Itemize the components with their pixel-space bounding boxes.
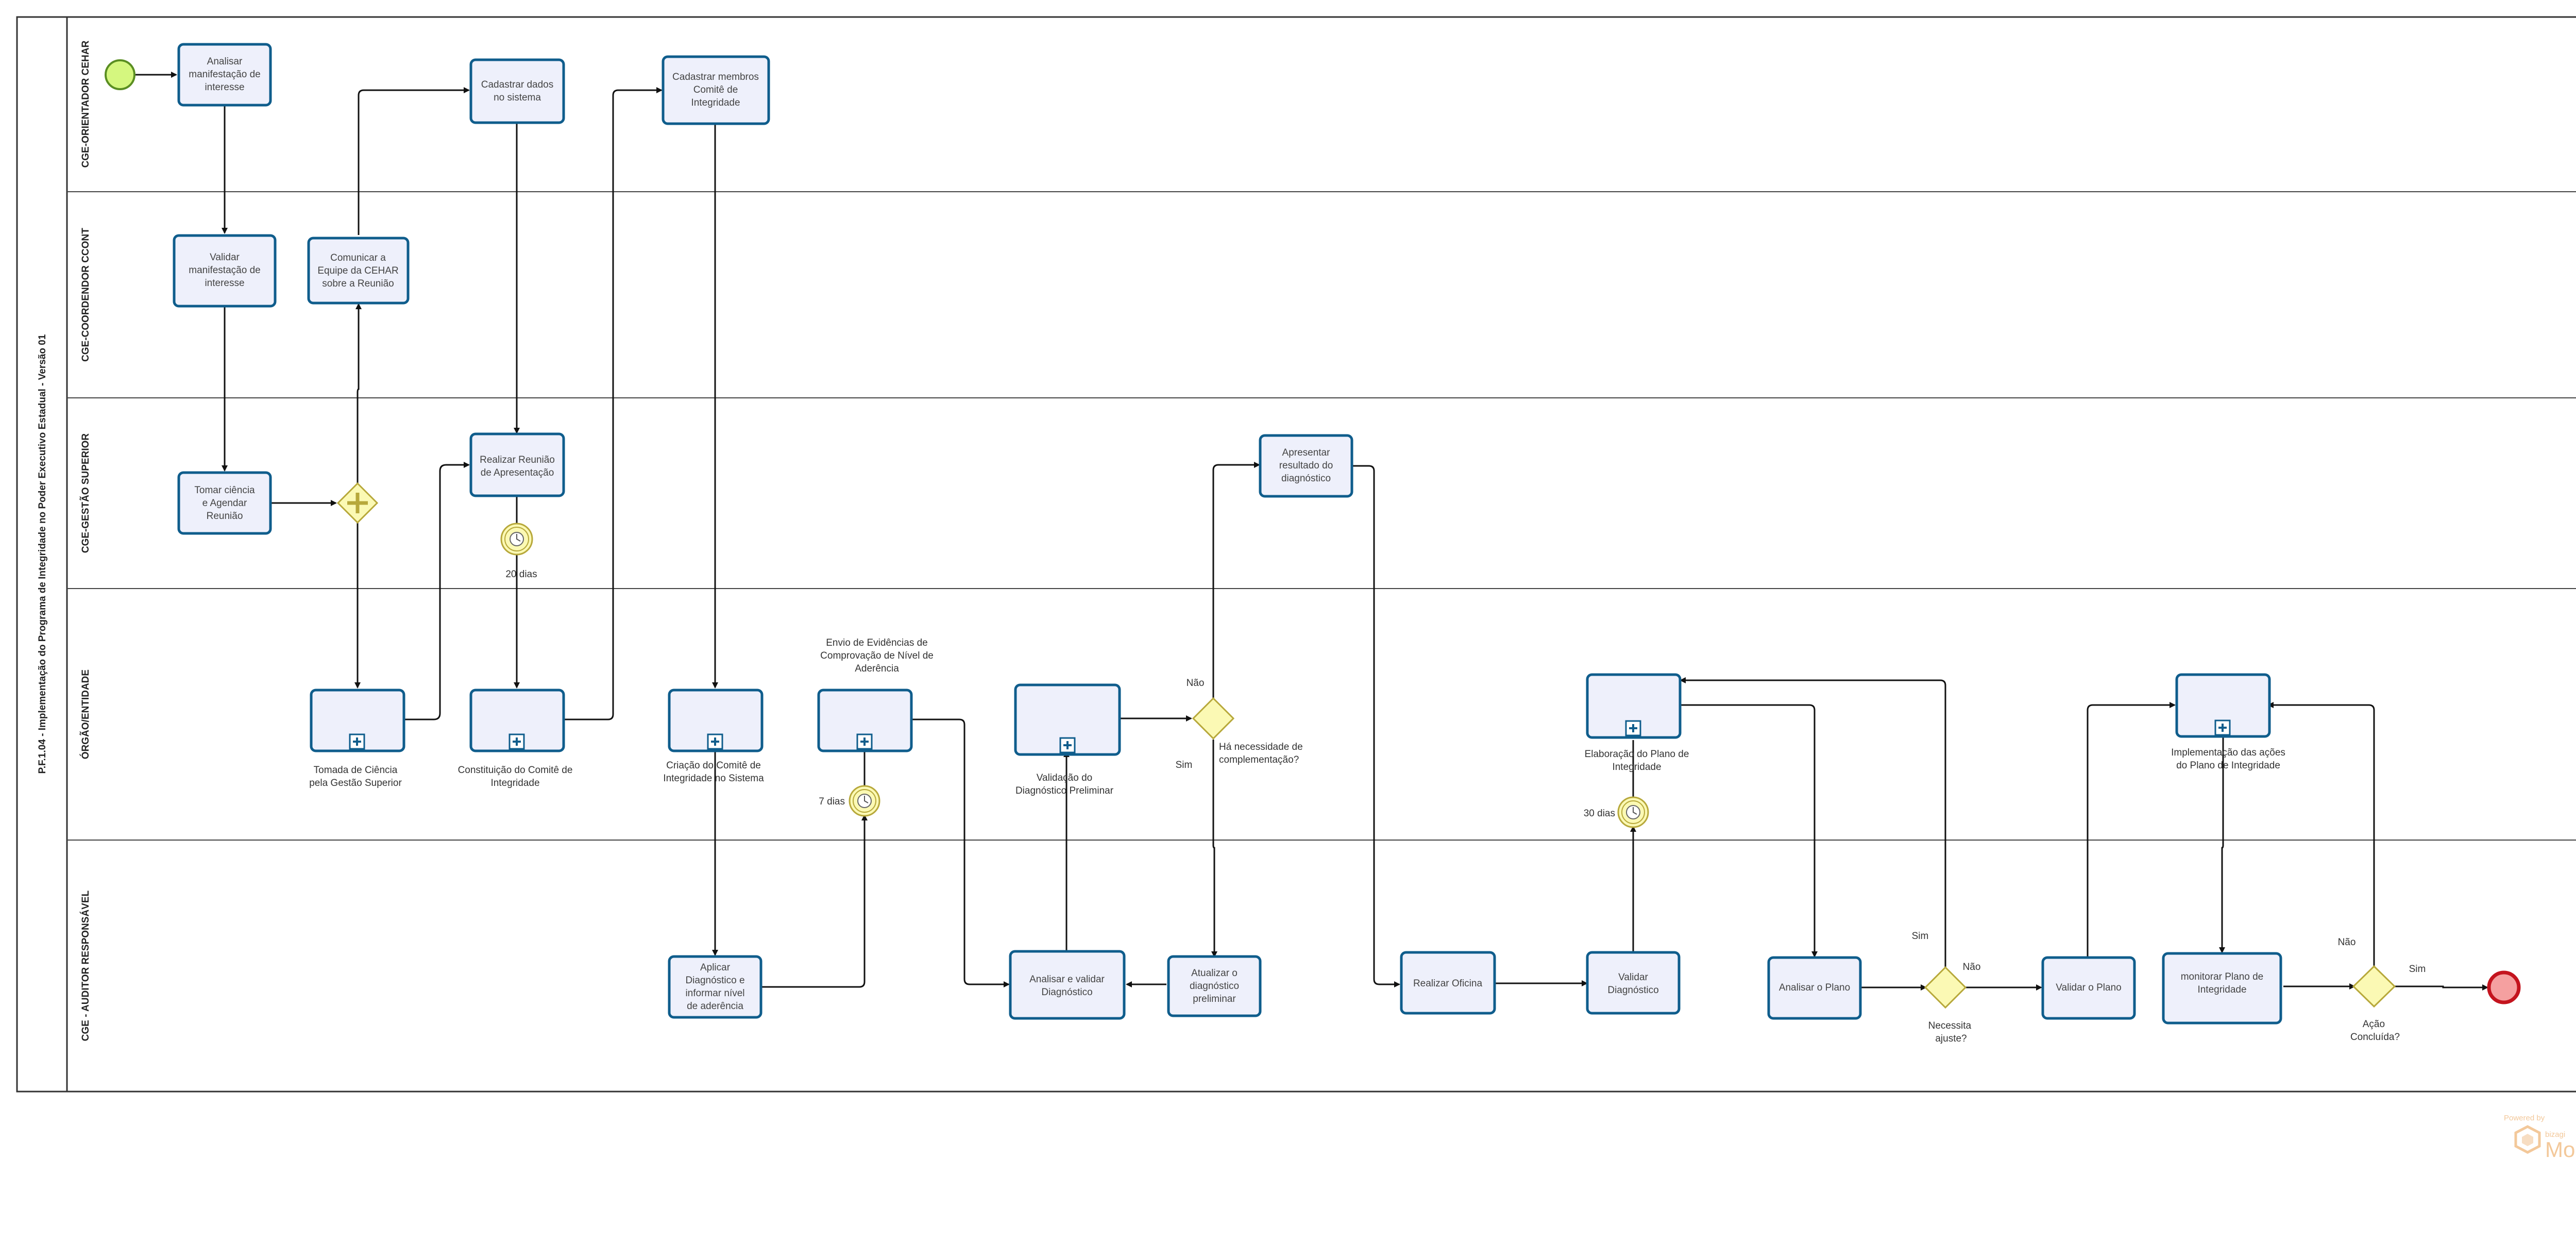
subprocess-implementacao-acoes[interactable]: [2175, 673, 2271, 738]
gateway-complementacao-label: Há necessidade de complementação?: [1219, 742, 1306, 765]
lane-label-coordenador: CGE-COORDENDOR CCONT: [80, 228, 91, 362]
timer-label-30-dias: 30 dias: [1584, 808, 1615, 819]
end-event: [2487, 970, 2521, 1004]
subprocess-validacao-diagnostico[interactable]: [1014, 683, 1121, 756]
gateway-complementacao: [1192, 697, 1235, 740]
lane-label-orgao-entidade: ÓRGÃO/ENTIDADE: [80, 669, 91, 759]
gateway-ajuste-no: Não: [1963, 962, 1981, 972]
timer-label-7-dias: 7 dias: [819, 796, 845, 807]
gateway-acao-label: Ação Concluída?: [2350, 1019, 2400, 1043]
task-validar-plano[interactable]: Validar o Plano: [2041, 956, 2136, 1020]
subprocess-tomada-ciencia[interactable]: [310, 689, 405, 752]
task-analisar-plano[interactable]: Analisar o Plano: [1767, 956, 1862, 1020]
watermark-powered: Powered by: [2504, 1114, 2545, 1122]
pool-title: P.F.1.04 - Implementação do Programa de …: [37, 334, 48, 774]
start-event: [105, 59, 135, 90]
pool: P.F.1.04 - Implementação do Programa de …: [16, 16, 2576, 1093]
bizagi-watermark: Powered by bizagi Modeler: [2504, 1114, 2576, 1162]
subprocess-elaboracao-plano[interactable]: [1586, 673, 1682, 739]
lane-label-auditor: CGE - AUDITOR RESPONSÁVEL: [80, 890, 91, 1041]
lane-label-orientador: CGE-ORIENTADOR CEHAR: [80, 40, 91, 167]
gateway-ajuste-label: Necessita ajuste?: [1928, 1020, 1974, 1044]
subprocess-constituicao-comite[interactable]: [469, 689, 565, 752]
subprocess-envio-evidencias[interactable]: [817, 689, 913, 752]
lane-label-gestao-superior: CGE-GESTÃO SUPERIOR: [80, 433, 91, 554]
gateway-complementacao-no: Não: [1187, 678, 1205, 689]
gateway-ajuste: [1924, 966, 1967, 1009]
gateway-acao-concluida: [2352, 965, 2396, 1008]
gateway-acao-no: Não: [2338, 937, 2356, 948]
gateway-ajuste-yes: Sim: [1912, 931, 1929, 942]
svg-text:Analisar o Plano: Analisar o Plano: [1779, 982, 1850, 993]
svg-text:Validar o Plano: Validar o Plano: [2056, 982, 2121, 993]
svg-text:Realizar Oficina: Realizar Oficina: [1413, 978, 1483, 989]
gateway-complementacao-yes: Sim: [1176, 760, 1193, 770]
sequence-flows: [135, 72, 2488, 991]
timer-label-20-dias: 20 dias: [505, 569, 537, 580]
timer-event-20-dias: [500, 523, 533, 556]
timer-event-30-dias: [1617, 796, 1649, 828]
gateway-acao-yes: Sim: [2409, 964, 2426, 975]
timer-event-7-dias: [849, 785, 880, 817]
watermark-brand: Modeler: [2545, 1137, 2576, 1162]
watermark-brand-small: bizagi: [2545, 1130, 2565, 1139]
task-realizar-oficina[interactable]: Realizar Oficina: [1400, 951, 1496, 1015]
subprocess-criacao-comite[interactable]: [668, 689, 764, 752]
parallel-gateway: [336, 482, 379, 524]
bizagi-logo-icon: [2514, 1125, 2541, 1154]
